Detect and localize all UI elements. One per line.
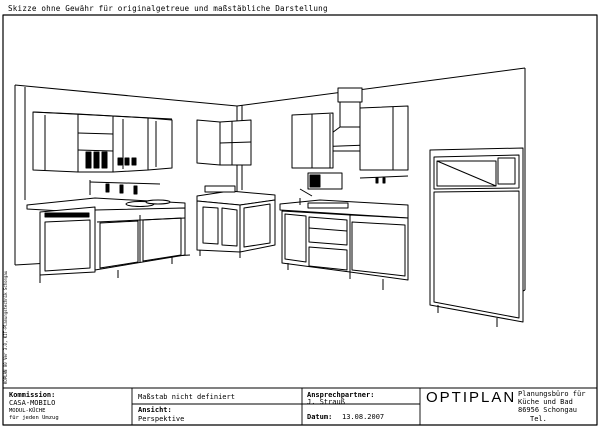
company-line-2: Küche und Bad (518, 398, 573, 406)
left-wall-cabinets (32, 111, 173, 173)
datum-value: 13.08.2007 (342, 413, 385, 421)
drawing-frame (2, 14, 598, 426)
datum-label: Datum: (307, 413, 333, 421)
kommission-line-2: MODUL-KÜCHE (9, 408, 46, 414)
ansicht-value: Perspektive (138, 415, 185, 423)
right-wall-cabinets (291, 105, 409, 197)
ansicht-label: Ansicht: (138, 406, 172, 414)
kommission-line-1: CASA-MOBILO (9, 399, 56, 407)
tel-label: Tel. (530, 415, 547, 423)
massstab-text: Maßstab nicht definiert (138, 393, 235, 401)
disclaimer-text: Skizze ohne Gewähr für originalgetreue u… (8, 4, 328, 13)
left-base-cabinets (26, 180, 186, 283)
company-line-1: Planungsbüro für (518, 390, 586, 398)
ansprechpartner-label: Ansprechpartner: (307, 391, 375, 399)
company-line-3: 86956 Schongau (518, 406, 578, 414)
right-base-cabinets (279, 198, 409, 290)
ansprechpartner-value: J. Strauß (307, 398, 345, 406)
corner-wall-cabinet (196, 119, 252, 166)
kommission-label: Kommission: (9, 391, 56, 399)
optiplan-logo: OPTIPLAN (426, 389, 517, 406)
title-block-grid (3, 387, 597, 425)
tall-fridge-cabinet (429, 147, 524, 327)
corner-base-cabinet (196, 185, 276, 258)
kommission-line-3: für jeden Umzug (9, 415, 59, 421)
